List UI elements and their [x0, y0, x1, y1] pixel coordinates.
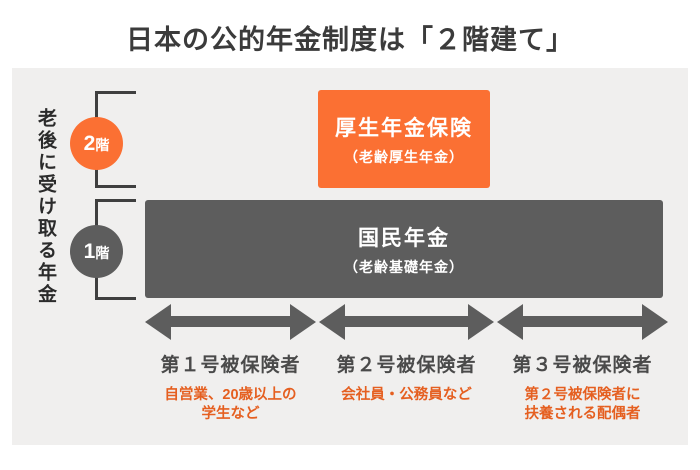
floor-1-badge-unit: 階 [95, 245, 110, 261]
arrow-left-icon [319, 303, 345, 340]
description-line: 扶養される配偶者 [524, 405, 641, 422]
range-arrow-insured-3 [497, 303, 668, 340]
arrow-bar [523, 316, 642, 327]
kokumin-nenkin-subtitle: （老齢基礎年金） [344, 258, 464, 275]
diagram-panel: 老後に受け取る年金 2階 厚生年金保険 （老齢厚生年金） 1階 国民年金 （老齢… [12, 68, 688, 445]
arrow-left-icon [497, 303, 523, 340]
arrow-bar [171, 316, 290, 327]
kosei-nenkin-subtitle: （老齢厚生年金） [344, 148, 464, 165]
arrow-right-icon [642, 303, 668, 340]
insured-1-description: 自営業、20歳以上の 学生など [125, 386, 336, 424]
insured-3-description: 第２号被保険者に 扶養される配偶者 [477, 386, 688, 424]
floor-2-badge-unit: 階 [95, 137, 110, 153]
kokumin-nenkin-box: 国民年金 （老齢基礎年金） [145, 200, 663, 298]
floor-2-badge: 2階 [70, 117, 123, 170]
floor-1-badge: 1階 [70, 225, 123, 278]
side-axis-label: 老後に受け取る年金 [35, 108, 56, 306]
insured-2-label: 第２号被保険者 [336, 355, 477, 376]
insured-2-description: 会社員・公務員など [299, 386, 514, 405]
insured-3-label: 第３号被保険者 [512, 355, 653, 376]
floor-2-badge-number: 2 [83, 132, 96, 155]
description-line: 自営業、20歳以上の [164, 387, 297, 403]
kosei-nenkin-box: 厚生年金保険 （老齢厚生年金） [318, 90, 490, 188]
arrow-right-icon [290, 303, 316, 340]
description-line: 第２号被保険者に [524, 387, 641, 403]
floor-1-badge-number: 1 [83, 240, 96, 263]
arrow-left-icon [145, 303, 171, 340]
page-title: 日本の公的年金制度は「２階建て」 [126, 25, 574, 55]
description-line: 学生など [201, 405, 260, 422]
range-arrow-insured-1 [145, 303, 316, 340]
kosei-nenkin-title: 厚生年金保険 [335, 116, 473, 140]
description-line: 会社員・公務員など [341, 387, 472, 403]
arrow-bar [345, 316, 468, 327]
range-arrow-insured-2 [319, 303, 494, 340]
arrow-right-icon [468, 303, 494, 340]
insured-1-label: 第１号被保険者 [160, 355, 301, 376]
kokumin-nenkin-title: 国民年金 [358, 226, 450, 250]
